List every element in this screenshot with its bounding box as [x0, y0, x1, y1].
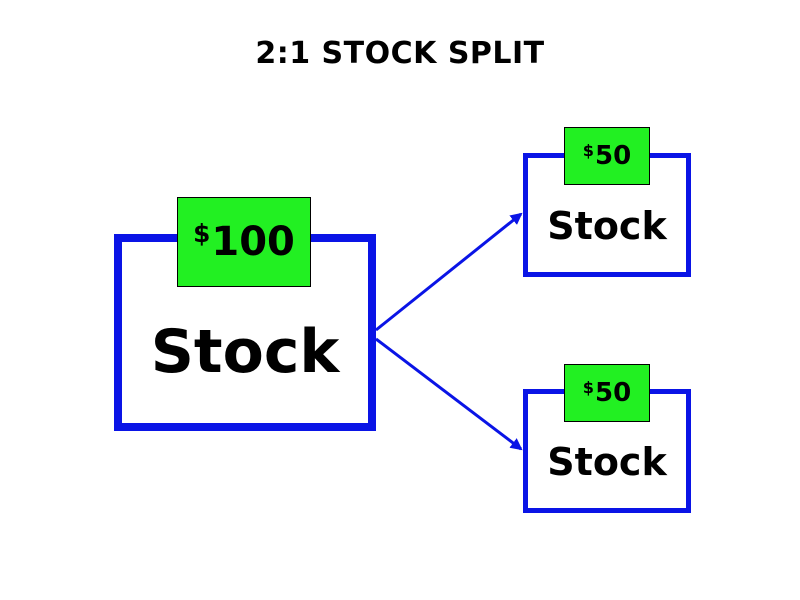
split-price-tag-top: $50: [564, 127, 650, 185]
original-price-tag: $100: [177, 197, 311, 287]
split-price-tag-bottom: $50: [564, 364, 650, 422]
split-price-symbol-top: $: [582, 140, 595, 160]
split-price-value-top: 50: [595, 141, 632, 171]
original-stock-label: Stock: [150, 316, 340, 387]
arrow-to-bottom-share: [375, 337, 523, 451]
split-stock-label-bottom: Stock: [547, 440, 667, 484]
original-price-value: 100: [211, 219, 295, 265]
split-price-symbol-bottom: $: [582, 377, 595, 397]
original-price-symbol: $: [193, 218, 211, 248]
split-price-value-bottom: 50: [595, 378, 632, 408]
split-stock-label-top: Stock: [547, 204, 667, 248]
arrow-to-top-share: [375, 212, 523, 332]
diagram-title: 2:1 STOCK SPLIT: [255, 36, 545, 71]
